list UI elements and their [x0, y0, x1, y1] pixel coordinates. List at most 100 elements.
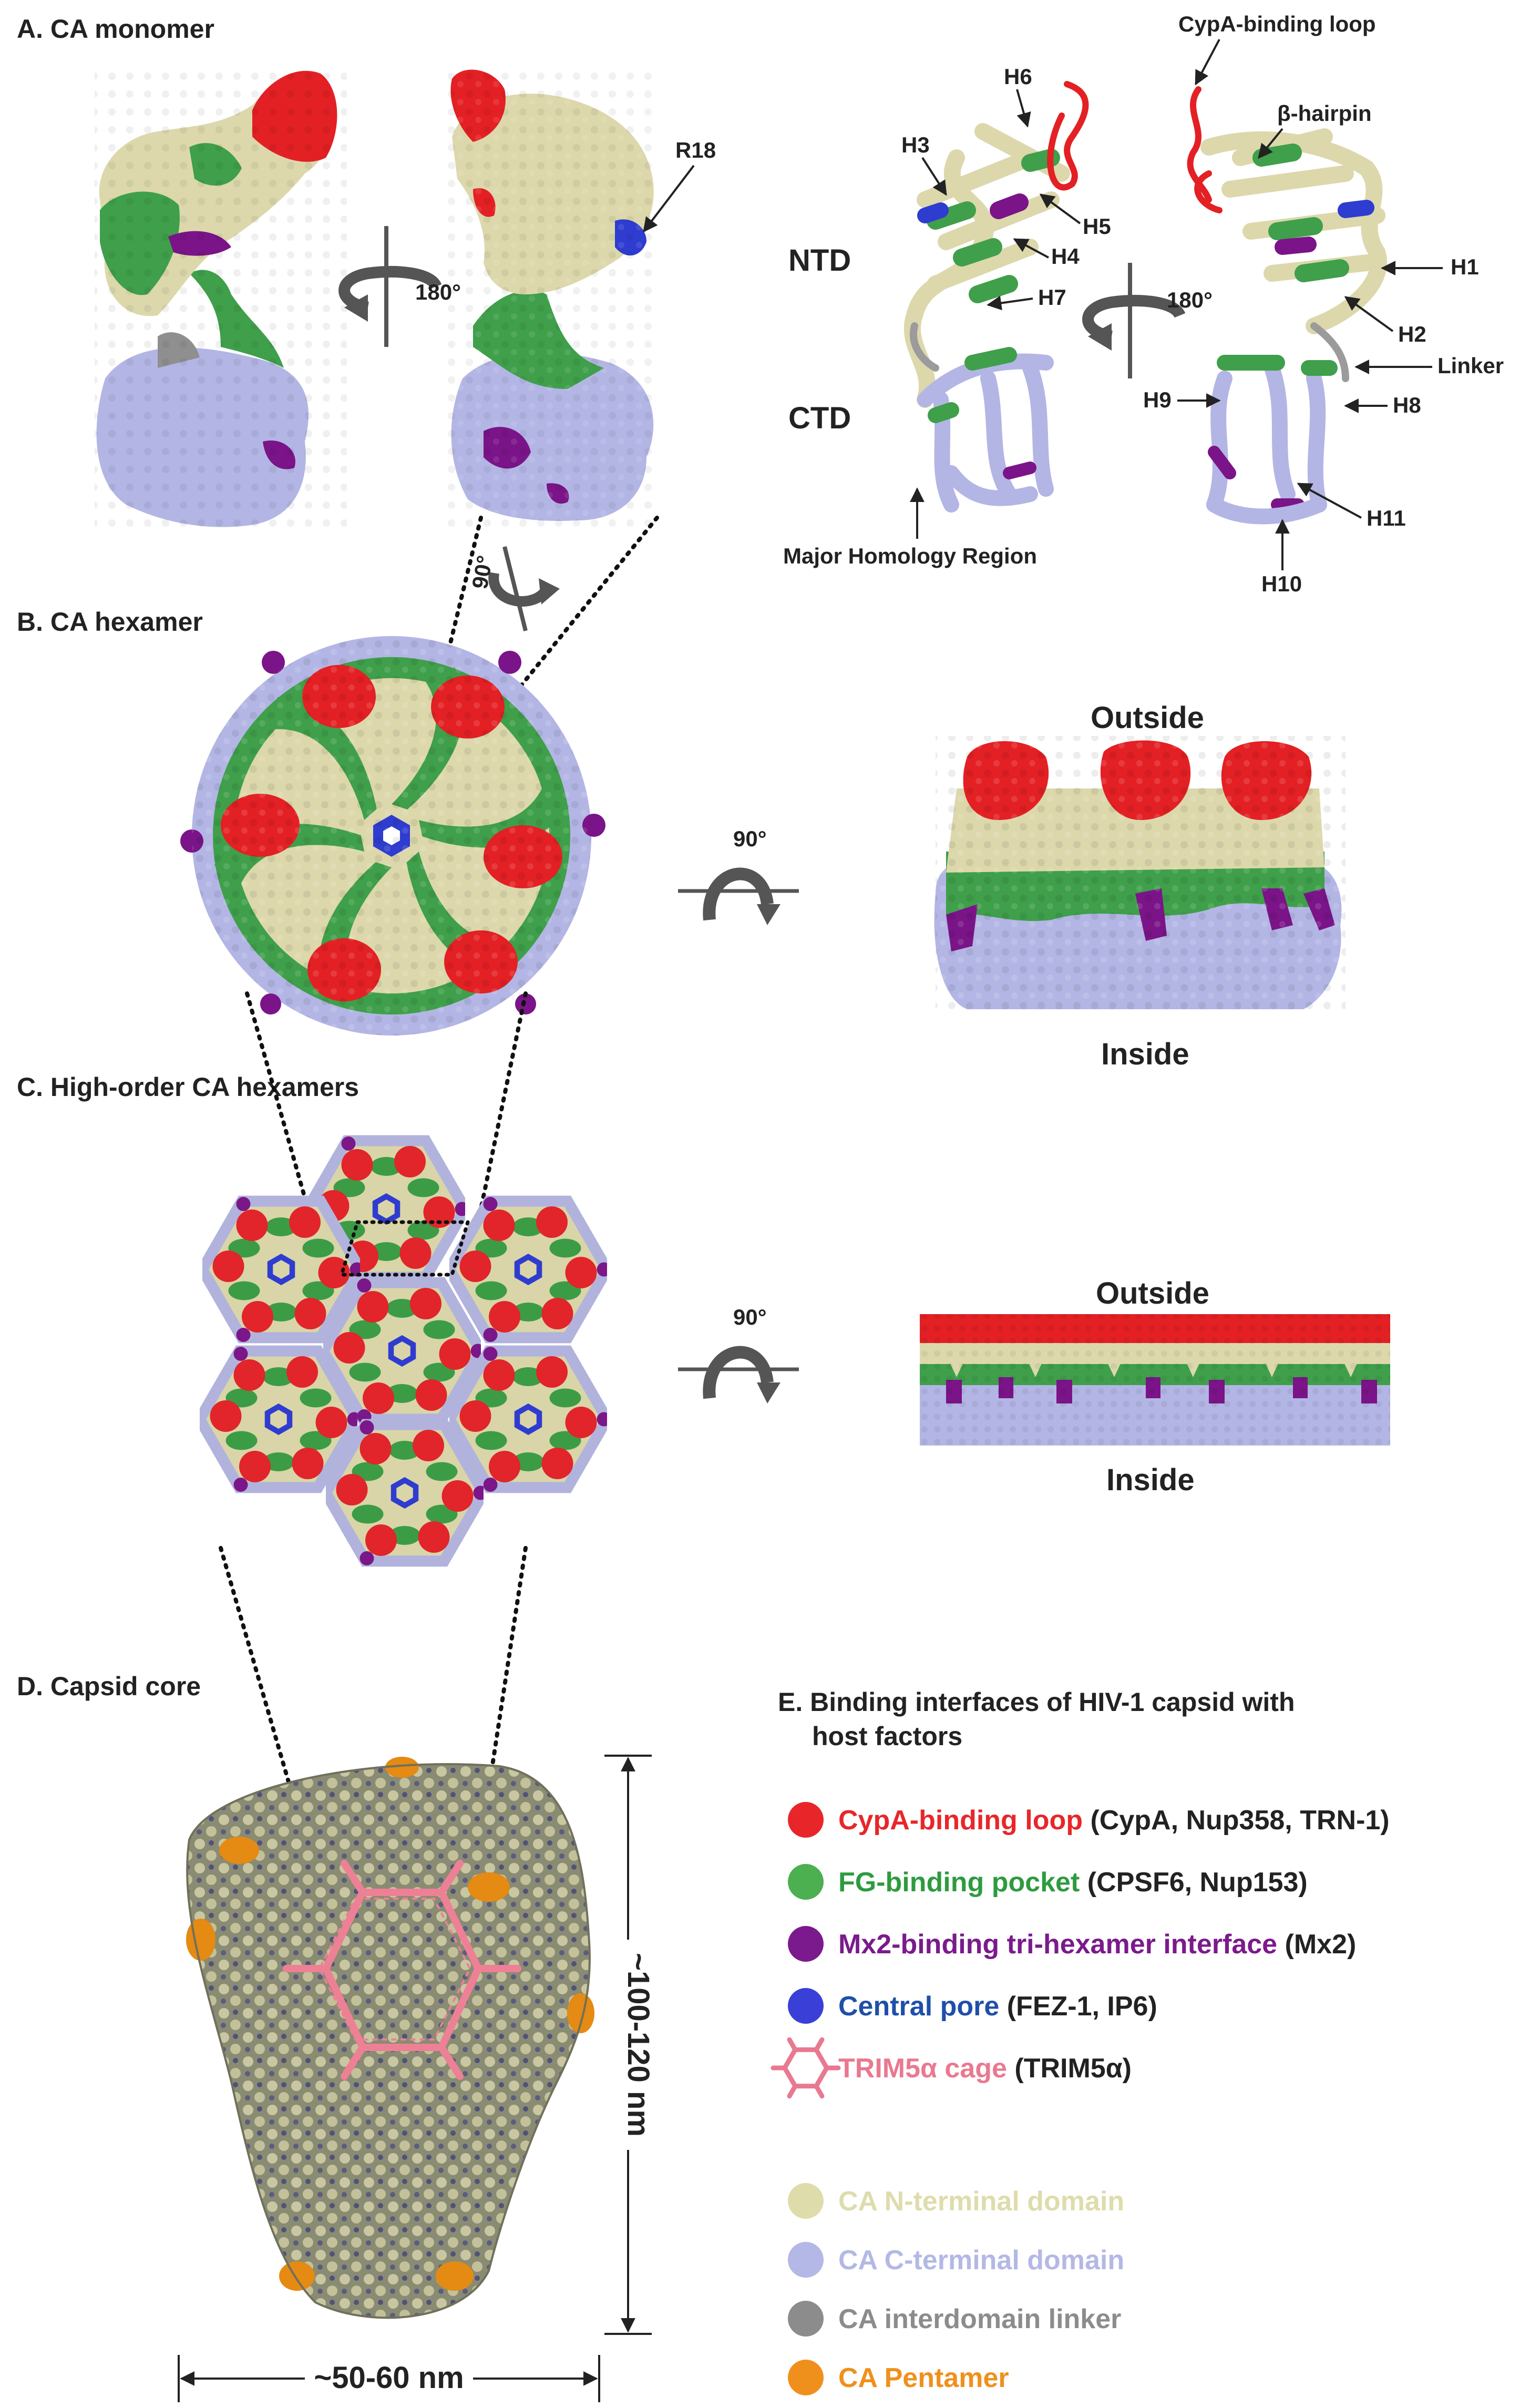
height-dimension	[604, 1755, 652, 2335]
legend-item-3: Central pore (FEZ-1, IP6)	[788, 1988, 1157, 2024]
legend-domain-2: CA interdomain linker	[788, 2301, 1121, 2337]
cypa-loop-pointer	[1195, 39, 1220, 86]
rotate-90-arrow-ab	[488, 546, 560, 631]
legend-item-label: FG-binding pocket (CPSF6, Nup153)	[838, 1867, 1308, 1898]
height-label: ~100-120 nm	[621, 1953, 655, 2137]
zoom-region-outline	[339, 1220, 470, 1277]
r18-pointer	[643, 165, 695, 233]
outside-label-b: Outside	[1091, 701, 1204, 735]
dot-icon	[788, 2301, 824, 2337]
dot-icon	[788, 2183, 824, 2219]
legend-domain-1: CA C-terminal domain	[788, 2242, 1124, 2278]
legend-domains: CA N-terminal domain CA C-terminal domain…	[788, 2183, 1124, 2395]
legend-host-factors: (Mx2)	[1277, 1929, 1356, 1960]
h5-pointer	[1039, 193, 1081, 224]
h4-pointer	[1013, 238, 1049, 259]
h9-label: H9	[1143, 387, 1172, 412]
legend-domain-label: CA interdomain linker	[838, 2304, 1121, 2334]
legend-domain-label: CA C-terminal domain	[838, 2245, 1124, 2276]
legend-interface-name: TRIM5α cage	[838, 2053, 1007, 2084]
dot-icon	[788, 2360, 824, 2395]
legend-title-line1: E. Binding interfaces of HIV-1 capsid wi…	[778, 1687, 1295, 1717]
legend-item-4: TRIM5α cage (TRIM5α)	[771, 2037, 1132, 2099]
legend-item-2: Mx2-binding tri-hexamer interface (Mx2)	[788, 1926, 1356, 1962]
legend-interface-name: FG-binding pocket	[838, 1867, 1080, 1898]
legend-binding-interfaces: CypA-binding loop (CypA, Nup358, TRN-1)F…	[771, 1802, 1390, 2099]
rotate-90-label-c: 90°	[733, 1305, 767, 1329]
ca-hexamer-top-view	[180, 636, 605, 1036]
legend-item-label: Central pore (FEZ-1, IP6)	[838, 1991, 1157, 2022]
trim5-cage-hexagon	[283, 1860, 521, 2080]
ca-monomer-surface-rotated	[441, 63, 662, 536]
h7-label: H7	[1038, 285, 1066, 310]
legend-item-0: CypA-binding loop (CypA, Nup358, TRN-1)	[788, 1802, 1390, 1838]
legend-interface-name: CypA-binding loop	[838, 1805, 1083, 1836]
dot-icon	[788, 1988, 824, 2024]
h3-label: H3	[901, 132, 930, 157]
linker-label: Linker	[1437, 353, 1504, 378]
rotate-180-label-right: 180°	[1167, 288, 1213, 312]
legend-item-1: FG-binding pocket (CPSF6, Nup153)	[788, 1864, 1308, 1900]
h10-label: H10	[1261, 571, 1302, 596]
legend-domain-0: CA N-terminal domain	[788, 2183, 1124, 2219]
h11-label: H11	[1367, 506, 1406, 530]
legend-host-factors: (TRIM5α)	[1007, 2053, 1132, 2084]
h8-label: H8	[1393, 393, 1421, 417]
cypa-loop-label: CypA-binding loop	[1178, 12, 1376, 36]
legend-host-factors: (CypA, Nup358, TRN-1)	[1083, 1805, 1390, 1836]
panel-c-title: C. High-order CA hexamers	[17, 1072, 359, 1102]
legend-interface-name: Mx2-binding tri-hexamer interface	[838, 1929, 1277, 1960]
beta-hairpin-pointer	[1258, 128, 1283, 159]
legend-item-label: CypA-binding loop (CypA, Nup358, TRN-1)	[838, 1805, 1390, 1836]
mhr-label: Major Homology Region	[783, 544, 1037, 568]
panel-b-title: B. CA hexamer	[17, 607, 203, 637]
h1-label: H1	[1451, 254, 1479, 279]
ctd-label: CTD	[788, 401, 851, 435]
trim5-cage-inner-line	[318, 1898, 471, 2041]
outside-label-c: Outside	[1096, 1276, 1209, 1310]
legend-item-label: Mx2-binding tri-hexamer interface (Mx2)	[838, 1929, 1356, 1960]
ca-monomer-surface-front	[95, 63, 347, 536]
legend-host-factors: (CPSF6, Nup153)	[1080, 1867, 1307, 1898]
ca-hexamer-lattice	[200, 1136, 611, 1565]
legend-host-factors: (FEZ-1, IP6)	[999, 1991, 1157, 2022]
legend-title-line2: host factors	[812, 1722, 962, 1751]
legend-item-label: TRIM5α cage (TRIM5α)	[838, 2053, 1132, 2084]
h2-pointer	[1344, 296, 1394, 332]
rotate-90-arrow-c	[678, 1346, 799, 1403]
rotate-90-arrow-b	[678, 867, 799, 925]
rotate-180-label-left: 180°	[415, 280, 461, 304]
h3-pointer	[921, 157, 947, 196]
hexagon-icon	[771, 2037, 841, 2099]
h4-label: H4	[1051, 244, 1080, 269]
rotate-180-arrow-left	[338, 226, 442, 347]
ca-lattice-side-view	[920, 1314, 1390, 1446]
ntd-label: NTD	[788, 243, 851, 278]
rotate-180-arrow-right	[1082, 263, 1186, 378]
capsid-core	[186, 1757, 594, 2319]
r18-label: R18	[675, 138, 716, 162]
width-label: ~50-60 nm	[314, 2361, 464, 2395]
h7-pointer	[987, 295, 1033, 311]
beta-hairpin-label: β-hairpin	[1277, 101, 1372, 126]
h2-label: H2	[1398, 322, 1426, 346]
legend-domain-3: CA Pentamer	[788, 2360, 1009, 2395]
inside-label-b: Inside	[1101, 1037, 1189, 1071]
legend-interface-name: Central pore	[838, 1991, 999, 2022]
width-dimension	[178, 2355, 600, 2402]
ca-monomer-ribbon-front	[903, 81, 1089, 513]
h5-label: H5	[1083, 214, 1111, 239]
rotate-90-label-b: 90°	[733, 826, 767, 851]
dot-icon	[788, 1926, 824, 1962]
rotate-90-label-ab: 90°	[467, 554, 497, 591]
h11-pointer	[1297, 483, 1362, 519]
legend-domain-label: CA N-terminal domain	[838, 2186, 1124, 2217]
panel-d-title: D. Capsid core	[17, 1672, 201, 1701]
legend-domain-label: CA Pentamer	[838, 2363, 1009, 2393]
zoom-line-b2	[466, 991, 528, 1274]
dot-icon	[788, 1802, 824, 1838]
dot-icon	[788, 2242, 824, 2278]
h6-pointer	[1016, 89, 1031, 128]
ca-monomer-ribbon-rotated	[1187, 86, 1388, 525]
